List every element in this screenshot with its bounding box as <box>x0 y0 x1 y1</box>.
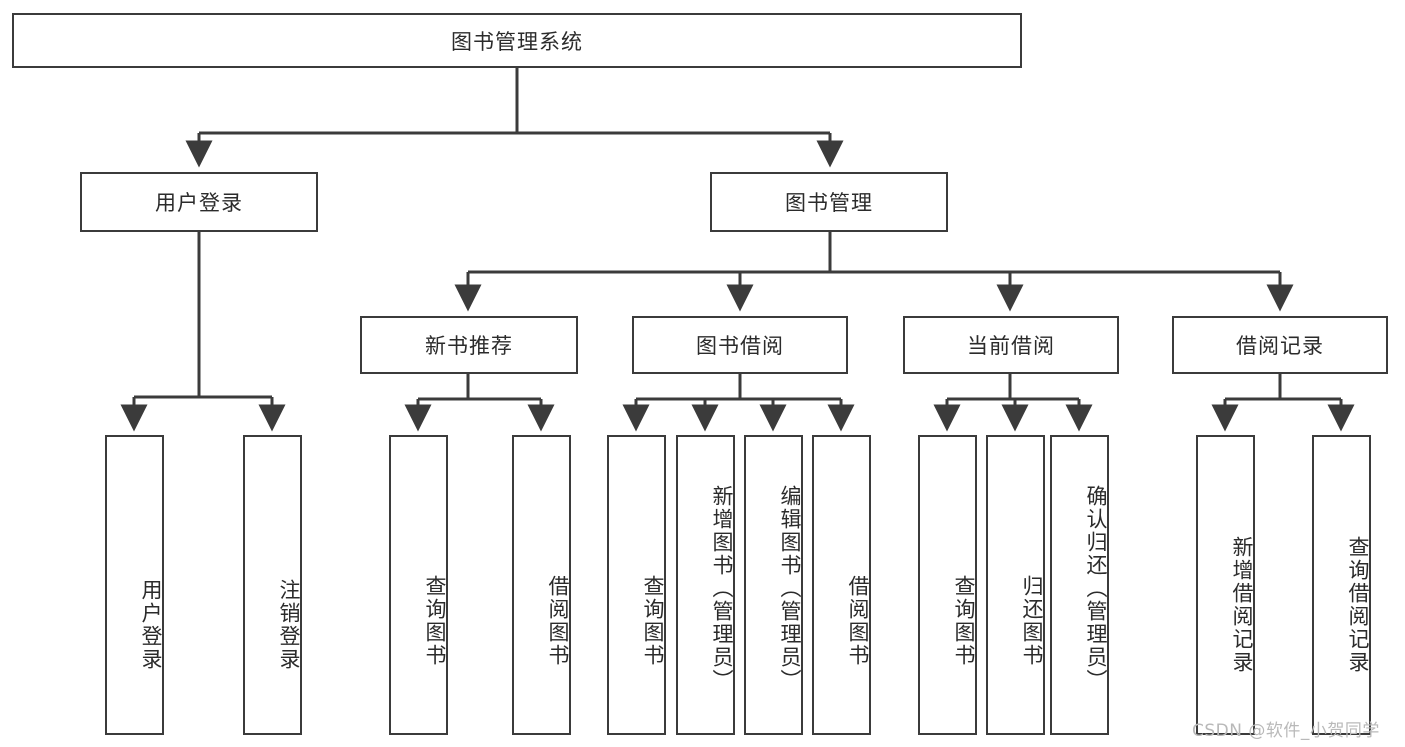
node-leaf-add-book-admin[interactable]: 新增图书（管理员） <box>676 435 735 735</box>
node-leaf-add-borrow-record[interactable]: 新增借阅记录 <box>1196 435 1255 735</box>
node-leaf-query-book-3-label: 查询图书 <box>952 575 976 667</box>
node-leaf-query-book-2[interactable]: 查询图书 <box>607 435 666 735</box>
node-new-book-recommend-label: 新书推荐 <box>425 334 513 358</box>
node-leaf-borrow-book-1-label: 借阅图书 <box>546 575 570 667</box>
node-leaf-borrow-book-2[interactable]: 借阅图书 <box>812 435 871 735</box>
node-leaf-return-book-label: 归还图书 <box>1020 575 1044 667</box>
node-leaf-return-book[interactable]: 归还图书 <box>986 435 1045 735</box>
node-leaf-query-book-1-label: 查询图书 <box>423 575 447 667</box>
node-leaf-confirm-return-admin-label: 确认归还（管理员） <box>1084 484 1108 692</box>
node-leaf-edit-book-admin-label: 编辑图书（管理员） <box>778 484 802 692</box>
node-leaf-confirm-return-admin[interactable]: 确认归还（管理员） <box>1050 435 1109 735</box>
node-leaf-user-logout[interactable]: 注销登录 <box>243 435 302 735</box>
node-root-label: 图书管理系统 <box>451 29 583 54</box>
node-leaf-query-borrow-record[interactable]: 查询借阅记录 <box>1312 435 1371 735</box>
node-root[interactable]: 图书管理系统 <box>12 13 1022 68</box>
node-leaf-user-login[interactable]: 用户登录 <box>105 435 164 735</box>
node-user-login[interactable]: 用户登录 <box>80 172 318 232</box>
node-current-borrow[interactable]: 当前借阅 <box>903 316 1119 374</box>
node-leaf-user-login-label: 用户登录 <box>139 579 163 671</box>
node-leaf-add-book-admin-label: 新增图书（管理员） <box>710 484 734 692</box>
node-leaf-borrow-book-1[interactable]: 借阅图书 <box>512 435 571 735</box>
node-leaf-query-borrow-record-label: 查询借阅记录 <box>1346 536 1370 674</box>
node-leaf-query-book-1[interactable]: 查询图书 <box>389 435 448 735</box>
node-borrow-record-label: 借阅记录 <box>1236 334 1324 358</box>
node-leaf-query-book-2-label: 查询图书 <box>641 575 665 667</box>
node-leaf-edit-book-admin[interactable]: 编辑图书（管理员） <box>744 435 803 735</box>
node-leaf-query-book-3[interactable]: 查询图书 <box>918 435 977 735</box>
node-book-borrow-label: 图书借阅 <box>696 334 784 358</box>
node-leaf-add-borrow-record-label: 新增借阅记录 <box>1230 536 1254 674</box>
node-leaf-user-logout-label: 注销登录 <box>277 579 301 671</box>
csdn-watermark: CSDN @软件_小贺同学 <box>1192 721 1380 741</box>
node-current-borrow-label: 当前借阅 <box>967 334 1055 358</box>
node-new-book-recommend[interactable]: 新书推荐 <box>360 316 578 374</box>
node-book-manage-label: 图书管理 <box>785 191 873 215</box>
node-borrow-record[interactable]: 借阅记录 <box>1172 316 1388 374</box>
node-book-borrow[interactable]: 图书借阅 <box>632 316 848 374</box>
node-leaf-borrow-book-2-label: 借阅图书 <box>846 575 870 667</box>
node-book-manage[interactable]: 图书管理 <box>710 172 948 232</box>
node-user-login-label: 用户登录 <box>155 191 243 215</box>
